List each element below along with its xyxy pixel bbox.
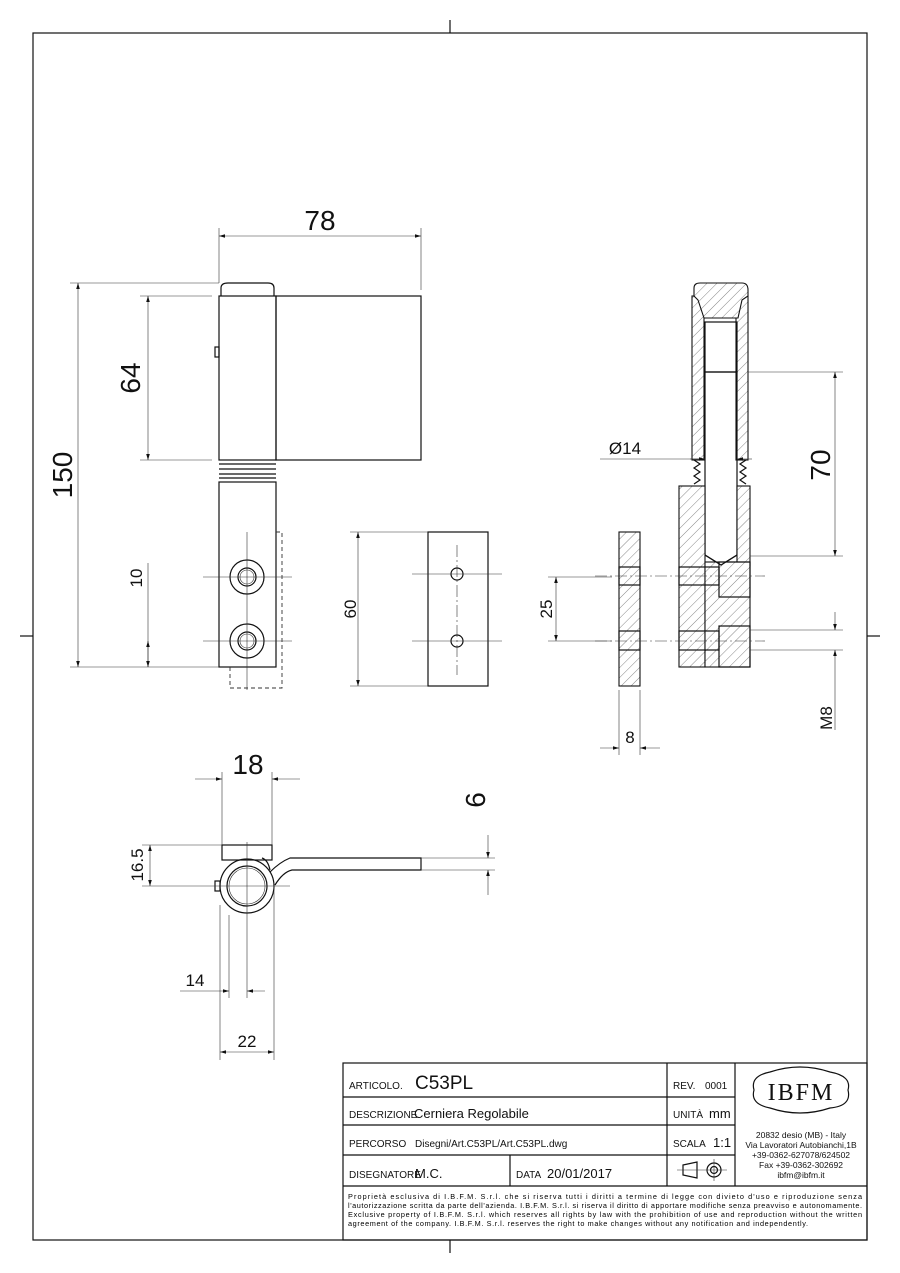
unita-label: UNITÀ [673, 1108, 703, 1121]
descrizione-label: DESCRIZIONE [349, 1110, 418, 1121]
disegnatore-value: M.C. [415, 1166, 442, 1181]
dim-m8: M8 [817, 706, 836, 730]
dim-70: 70 [805, 449, 836, 480]
disclaimer: Proprietà esclusiva di I.B.F.M. S.r.l. c… [348, 1192, 863, 1228]
dim-64: 64 [115, 362, 146, 393]
dim-14: 14 [186, 971, 205, 990]
fax-line: Fax +39-0362-302692 [759, 1160, 843, 1170]
company-address: 20832 desio (MB) - Italy Via Lavoratori … [745, 1130, 857, 1180]
dim-6: 6 [460, 792, 491, 808]
descrizione-value: Cerniera Regolabile [414, 1106, 529, 1121]
disclaimer-line: l'autorizzazione scritta da parte dell'a… [348, 1201, 862, 1210]
percorso-value: Disegni/Art.C53PL/Art.C53PL.dwg [415, 1139, 567, 1150]
dim-dia-14: Ø14 [609, 439, 641, 458]
unita-value: mm [709, 1106, 731, 1121]
front-view [203, 282, 422, 690]
address-line: Via Lavoratori Autobianchi,1B [745, 1140, 857, 1150]
rev-value: 0001 [705, 1081, 728, 1092]
projection-symbol-icon [677, 1159, 727, 1181]
ibfm-logo: IBFM [752, 1066, 850, 1114]
articolo-label: ARTICOLO. [349, 1081, 403, 1092]
articolo-value: C53PL [415, 1073, 473, 1094]
dim-25: 25 [537, 600, 556, 619]
section-dimensions: Ø14 70 25 8 M8 [537, 371, 843, 755]
rev-label: REV. [673, 1081, 695, 1092]
disclaimer-line: agreement of the company. I.B.F.M. S.r.l… [348, 1219, 808, 1228]
plate-view: 60 [341, 531, 502, 687]
disegnatore-label: DISEGNATORE [349, 1170, 421, 1181]
data-label: DATA [516, 1170, 542, 1181]
percorso-label: PERCORSO [349, 1139, 406, 1150]
section-view [595, 282, 765, 687]
title-block: ARTICOLO. C53PL DESCRIZIONE Cerniera Reg… [342, 1062, 868, 1241]
dim-150: 150 [47, 452, 78, 499]
dim-10: 10 [127, 569, 146, 588]
dim-16-5: 16.5 [128, 848, 147, 881]
scala-value: 1:1 [713, 1135, 731, 1150]
email-line: ibfm@ibfm.it [777, 1170, 825, 1180]
top-view [207, 842, 422, 930]
address-line: 20832 desio (MB) - Italy [756, 1130, 847, 1140]
dim-78: 78 [304, 205, 335, 236]
data-value: 20/01/2017 [547, 1166, 612, 1181]
dim-22: 22 [238, 1032, 257, 1051]
dim-8: 8 [625, 728, 634, 747]
sheet-border [20, 20, 880, 1253]
dim-18: 18 [232, 749, 263, 780]
disclaimer-line: Proprietà esclusiva di I.B.F.M. S.r.l. c… [348, 1192, 863, 1201]
disclaimer-line: Exclusive property of I.B.F.M. S.r.l. wh… [348, 1210, 862, 1219]
logo-text: IBFM [768, 1080, 835, 1106]
top-view-dimensions: 18 6 16.5 14 22 [128, 749, 495, 1060]
scala-label: SCALA [673, 1139, 706, 1150]
dim-60: 60 [341, 600, 360, 619]
front-view-dimensions: 78 150 64 10 [47, 205, 422, 668]
phone-line: +39-0362-627078/624502 [752, 1150, 850, 1160]
